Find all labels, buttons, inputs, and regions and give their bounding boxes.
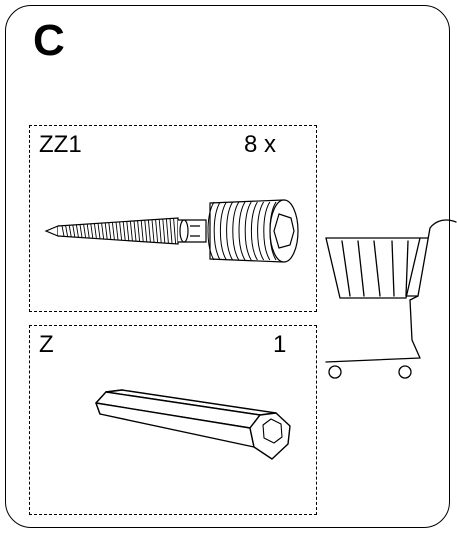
part-quantity: 8 x	[244, 131, 277, 158]
part-code: ZZ1	[39, 131, 82, 158]
part-code: Z	[39, 331, 54, 358]
section-letter: C	[33, 16, 65, 65]
part-quantity: 1	[273, 331, 287, 358]
part-box-z	[29, 325, 317, 515]
part-box-zz1	[29, 125, 317, 312]
instruction-panel	[5, 5, 450, 528]
